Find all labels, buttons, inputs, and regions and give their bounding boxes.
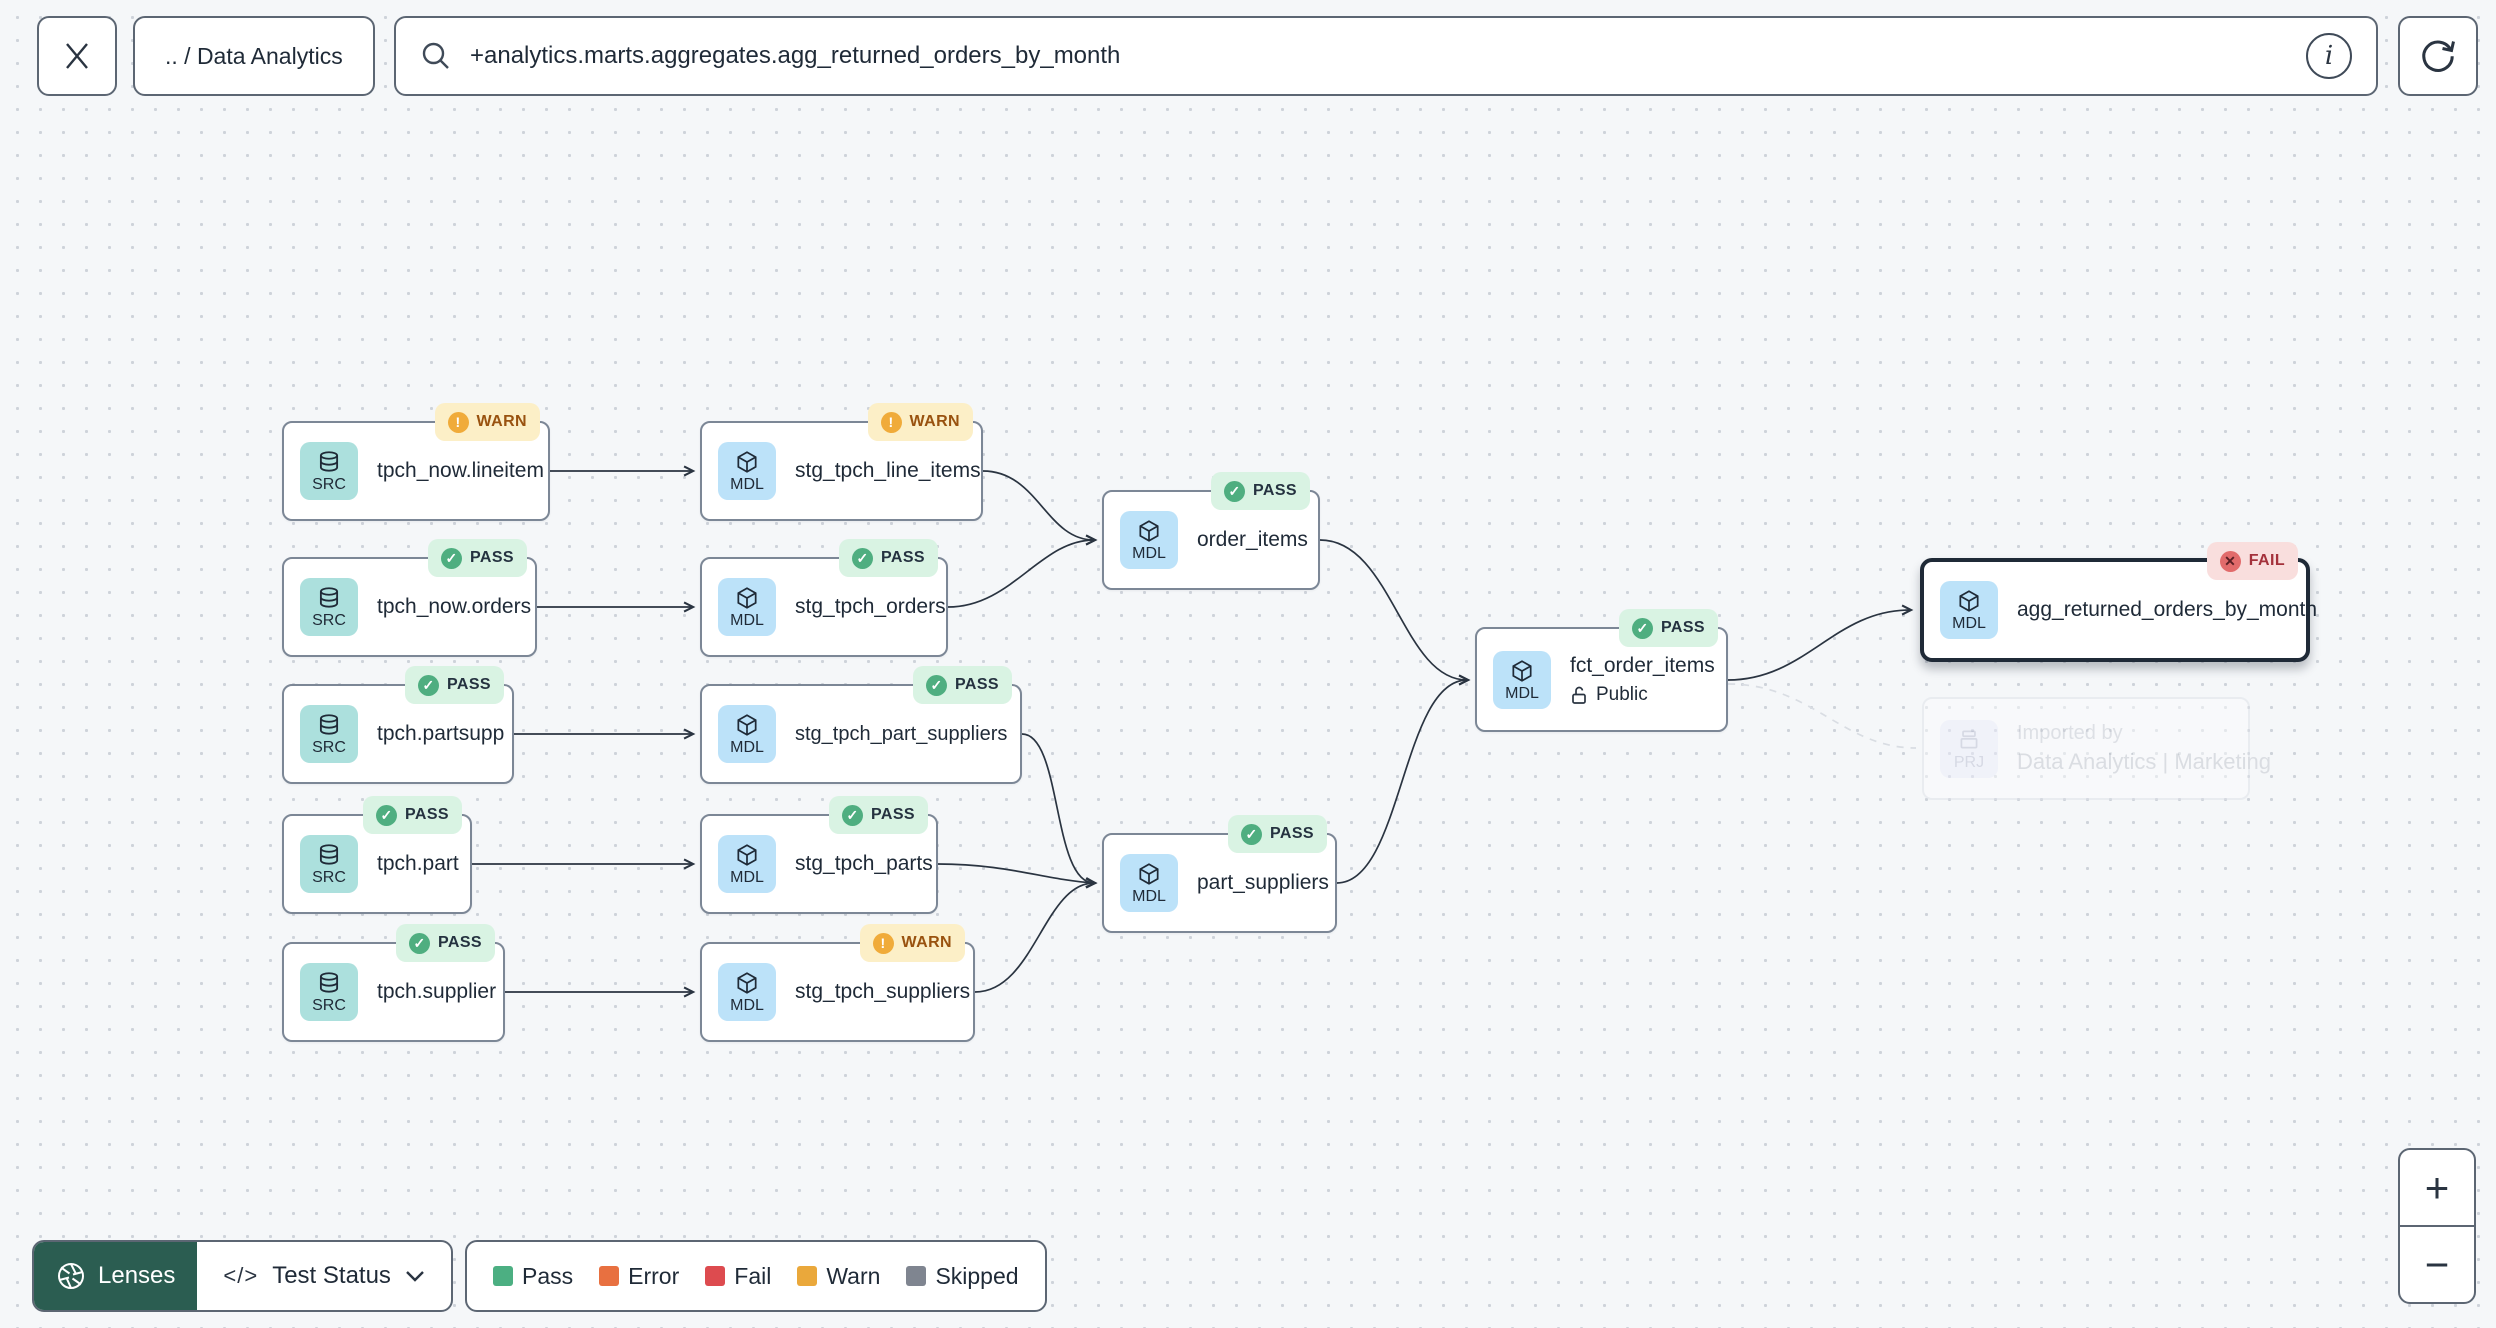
legend-item-warn: Warn [797,1263,880,1290]
refresh-button[interactable] [2398,16,2478,96]
status-badge: ✕FAIL [2206,542,2298,580]
model-icon: MDL [1120,511,1178,569]
model-icon: MDL [718,578,776,636]
breadcrumb[interactable]: .. / Data Analytics [133,16,375,96]
node-fct-order-items[interactable]: ✓PASS MDL fct_order_items Public [1475,609,1728,732]
node-tpch-supplier[interactable]: ✓PASS SRC tpch.supplier [282,924,505,1042]
model-icon: MDL [718,835,776,893]
zoom-out-button[interactable]: − [2424,1240,2450,1288]
lens-aperture-icon [58,1263,84,1289]
node-agg-returned-orders-by-month[interactable]: ✕FAIL MDL agg_returned_orders_by_month [1920,542,2317,662]
refresh-icon [2422,40,2455,72]
chevron-down-icon [406,1271,424,1282]
status-badge: !WARN [434,403,540,441]
node-tpch-partsupp[interactable]: ✓PASS SRC tpch.partsupp [282,666,514,784]
legend-item-skipped: Skipped [906,1263,1019,1290]
status-badge: !WARN [867,403,973,441]
skipped-swatch [906,1266,927,1286]
node-tpch-now-lineitem[interactable]: !WARN SRC tpch_now.lineitem [282,403,550,521]
model-icon: MDL [718,705,776,763]
breadcrumb-label: .. / Data Analytics [165,42,343,69]
zoom-controls: + − [2398,1148,2476,1304]
lenses-control: Lenses </> Test Status [32,1240,453,1312]
search-icon [422,42,449,69]
search-bar[interactable]: i [394,16,2378,96]
status-badge: ✓PASS [839,539,938,577]
node-imported-by-project[interactable]: PRJ Imported by Data Analytics | Marketi… [1922,697,2271,800]
source-icon: SRC [300,705,358,763]
pass-icon: ✓ [418,674,440,696]
model-icon: MDL [1120,854,1178,912]
warn-icon: ! [880,411,902,433]
node-stg-tpch-suppliers[interactable]: !WARN MDL stg_tpch_suppliers [700,924,975,1042]
error-swatch [599,1266,620,1286]
node-stg-tpch-parts[interactable]: ✓PASS MDL stg_tpch_parts [700,796,938,914]
model-icon: MDL [718,963,776,1021]
unlock-icon [1572,686,1586,704]
fail-swatch [705,1266,726,1286]
info-icon[interactable]: i [2306,33,2352,79]
node-part-suppliers[interactable]: ✓PASS MDL part_suppliers [1102,815,1337,933]
warn-icon: ! [447,411,469,433]
project-icon: PRJ [1940,719,1998,778]
source-icon: SRC [300,442,358,500]
status-badge: ✓PASS [913,666,1012,704]
close-button[interactable] [37,16,117,96]
status-badge: ✓PASS [396,924,495,962]
status-badge: ✓PASS [405,666,504,704]
search-input[interactable] [470,42,2306,70]
pass-icon: ✓ [1224,480,1246,502]
source-icon: SRC [300,578,358,636]
model-icon: MDL [718,442,776,500]
status-badge: ✓PASS [1619,609,1718,647]
lens-selector-dropdown[interactable]: </> Test Status [197,1242,451,1310]
model-icon: MDL [1493,650,1551,709]
node-stg-tpch-orders[interactable]: ✓PASS MDL stg_tpch_orders [700,539,948,657]
lenses-button[interactable]: Lenses [34,1242,198,1310]
node-tpch-part[interactable]: ✓PASS SRC tpch.part [282,796,472,914]
pass-icon: ✓ [842,804,864,826]
status-badge: ✓PASS [428,539,527,577]
status-badge: ✓PASS [363,796,462,834]
zoom-in-button[interactable]: + [2400,1150,2474,1227]
pass-icon: ✓ [376,804,398,826]
legend-item-error: Error [599,1263,679,1290]
pass-icon: ✓ [1632,617,1654,639]
pass-icon: ✓ [926,674,948,696]
node-order-items[interactable]: ✓PASS MDL order_items [1102,472,1320,590]
node-tpch-now-orders[interactable]: ✓PASS SRC tpch_now.orders [282,539,537,657]
legend-item-fail: Fail [705,1263,771,1290]
pass-icon: ✓ [852,547,874,569]
legend-item-pass: Pass [493,1263,573,1290]
warn-swatch [797,1266,818,1286]
status-badge: ✓PASS [1228,815,1327,853]
access-public: Public [1570,684,1648,706]
node-stg-tpch-part-suppliers[interactable]: ✓PASS MDL stg_tpch_part_suppliers [700,666,1022,784]
model-icon: MDL [1940,581,1998,639]
warn-icon: ! [872,932,894,954]
code-icon: </> [223,1263,259,1288]
status-badge: !WARN [859,924,965,962]
fail-icon: ✕ [2219,550,2241,572]
close-icon [66,43,88,69]
source-icon: SRC [300,963,358,1021]
node-stg-tpch-line-items[interactable]: !WARN MDL stg_tpch_line_items [700,403,983,521]
source-icon: SRC [300,835,358,893]
status-badge: ✓PASS [829,796,928,834]
test-status-legend: Pass Error Fail Warn Skipped [465,1240,1047,1312]
pass-icon: ✓ [409,932,431,954]
pass-icon: ✓ [1241,823,1263,845]
pass-swatch [493,1266,513,1286]
status-badge: ✓PASS [1211,472,1310,510]
pass-icon: ✓ [441,547,463,569]
